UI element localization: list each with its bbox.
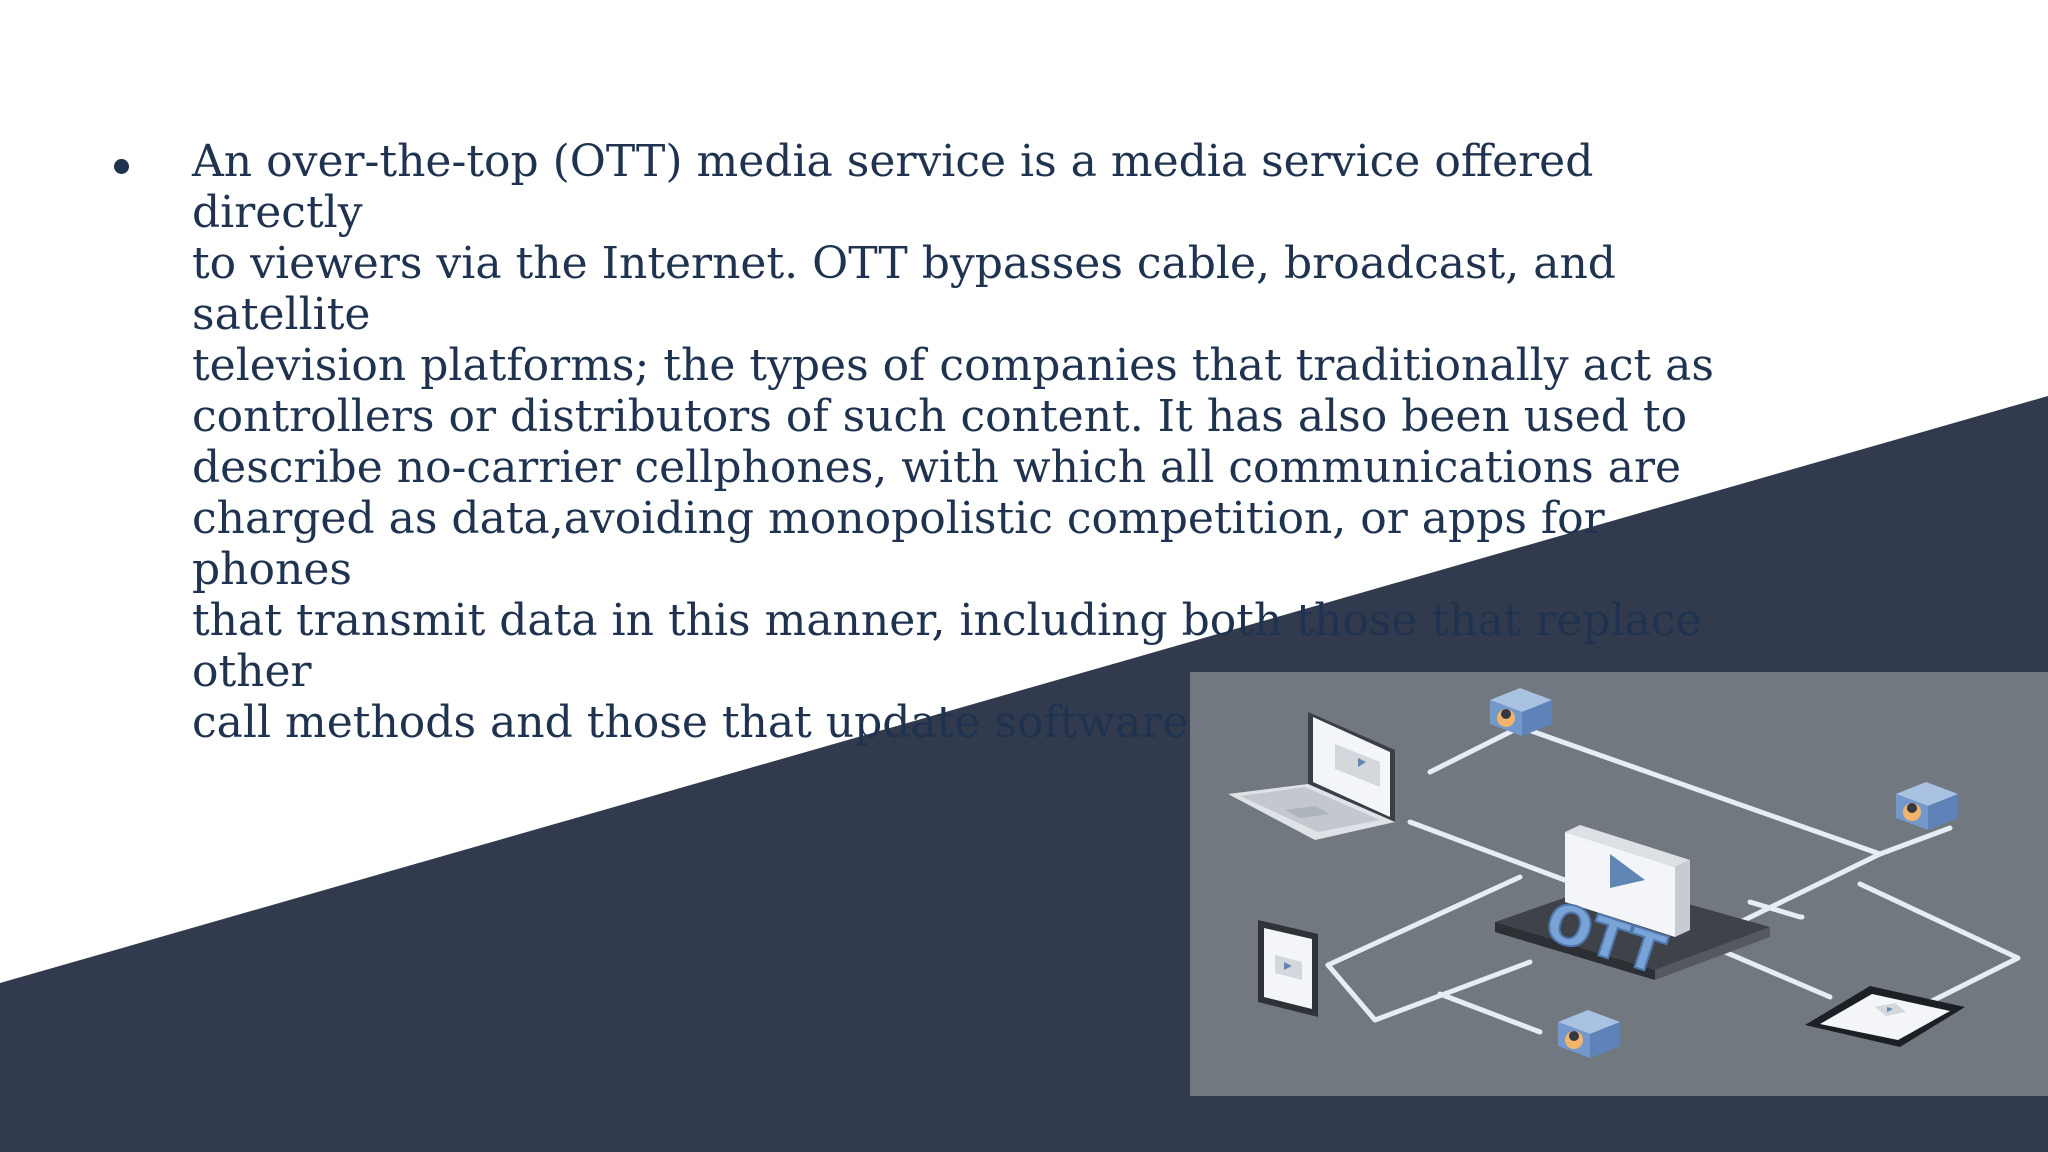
tablet-icon — [1258, 920, 1318, 1017]
server-box-icon — [1558, 1010, 1620, 1058]
bullet-item: An over-the-top (OTT) media service is a… — [114, 136, 1754, 748]
laptop-icon — [1228, 712, 1395, 840]
play-screen-icon — [1565, 825, 1690, 937]
content-text-block: An over-the-top (OTT) media service is a… — [114, 136, 1754, 748]
ott-network-illustration: OTT — [1190, 672, 2048, 1096]
ott-platform: OTT — [1495, 825, 1770, 988]
smartphone-icon — [1805, 986, 1965, 1047]
server-box-icon — [1490, 688, 1552, 736]
bullet-dot-icon — [114, 159, 129, 174]
bullet-text: An over-the-top (OTT) media service is a… — [192, 136, 1714, 748]
server-box-icon — [1896, 782, 1958, 830]
